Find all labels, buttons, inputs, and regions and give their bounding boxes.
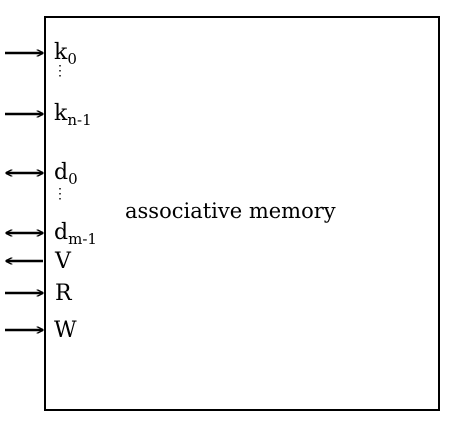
ellipsis-d: ⋮: [53, 186, 67, 202]
port-label-dm1: dm-1: [54, 220, 97, 248]
port-label-r: R: [55, 281, 72, 306]
memory-block: [44, 16, 440, 411]
port-label-k0: k0: [54, 40, 77, 68]
port-label-kn1: kn-1: [54, 101, 92, 129]
block-label: associative memory: [125, 199, 336, 223]
ellipsis-k: ⋮: [53, 63, 67, 79]
port-label-w: W: [54, 318, 77, 343]
port-label-v: V: [55, 249, 71, 274]
port-label-d0: d0: [54, 160, 78, 188]
